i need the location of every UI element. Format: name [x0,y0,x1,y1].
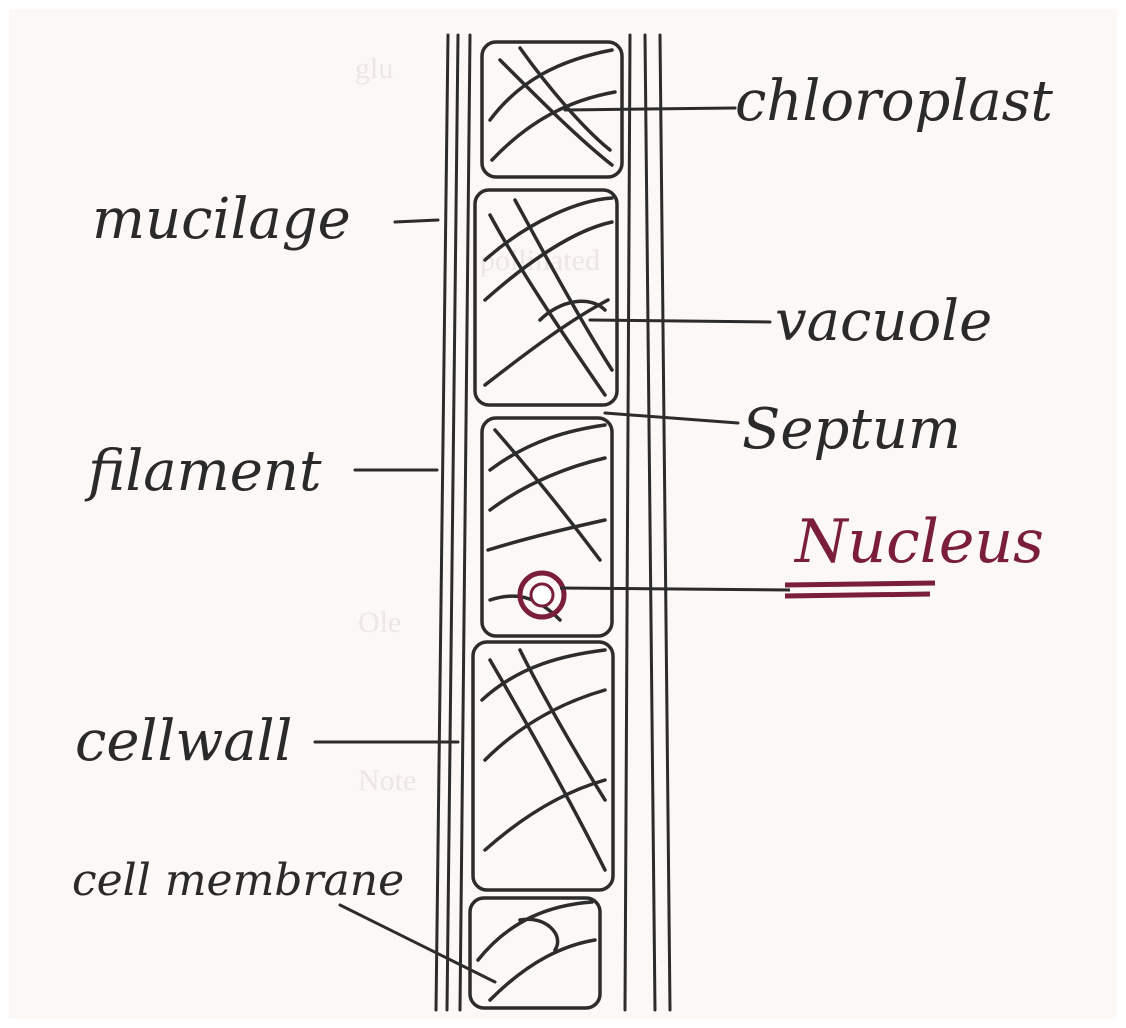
bleed-through-word: glu [355,52,393,85]
label-septum: Septum [742,397,961,462]
label-mucilage: mucilage [92,187,351,252]
label-cell-membrane: cell membrane [72,855,404,906]
label-cellwall: cellwall [75,709,292,774]
bleed-through-word: Ole [358,606,401,639]
label-filament: filament [84,439,322,504]
label-chloroplast: chloroplast [735,69,1053,134]
label-nucleus: Nucleus [793,507,1044,577]
label-vacuole: vacuole [775,289,992,354]
bleed-through-word: Note [358,764,416,797]
